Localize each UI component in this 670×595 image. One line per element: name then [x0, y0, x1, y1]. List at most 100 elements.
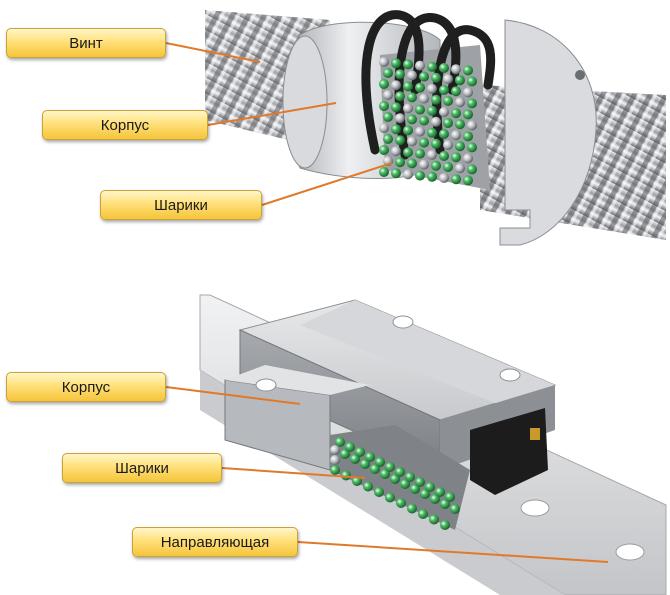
ball [435, 487, 445, 497]
ball [403, 169, 413, 180]
nut-flange [499, 19, 597, 246]
balls-group-top [379, 57, 477, 186]
ball [335, 437, 345, 447]
ball [391, 102, 401, 113]
ball-screw-assembly [205, 10, 666, 246]
pointer-lines-bottom [165, 386, 609, 563]
ball [391, 58, 401, 69]
ball [418, 509, 428, 519]
ball [427, 149, 437, 160]
ball [439, 151, 449, 161]
ball [403, 81, 413, 92]
ball [467, 120, 477, 131]
ball [403, 59, 413, 70]
ball [374, 487, 384, 497]
pointer-balls-top [261, 162, 393, 206]
ball [379, 167, 389, 177]
ball [439, 173, 449, 183]
ball [443, 162, 453, 172]
ball [455, 97, 465, 108]
pointer-guide [297, 541, 609, 563]
ball [463, 109, 473, 120]
ball [410, 484, 420, 494]
pointer-screw [165, 42, 261, 63]
ball [330, 465, 340, 475]
ball [463, 131, 473, 142]
ball [405, 472, 415, 482]
ball [415, 477, 425, 487]
balls-group-bottom [330, 437, 460, 530]
ball [443, 118, 453, 128]
ball [391, 124, 401, 135]
label-housing-top: Корпус [42, 110, 208, 140]
ball [419, 137, 429, 148]
label-screw: Винт [6, 28, 166, 58]
ball [451, 86, 461, 97]
pointer-housing-bottom [165, 386, 301, 405]
ball [407, 70, 417, 81]
pointer-balls-bottom [221, 467, 366, 479]
ball [340, 449, 350, 459]
ball [395, 135, 405, 146]
ball [400, 479, 410, 489]
ball [431, 72, 441, 83]
ball [330, 455, 340, 465]
ball [391, 80, 401, 91]
ball [415, 148, 425, 159]
ball [403, 125, 413, 136]
ball [415, 126, 425, 137]
ball [396, 498, 406, 508]
linear-guide-assembly [199, 294, 667, 595]
ball [415, 104, 425, 115]
label-balls-top: Шарики [100, 190, 262, 220]
ball [395, 91, 405, 102]
ball [427, 61, 437, 72]
ball [415, 82, 425, 93]
ball [407, 92, 417, 103]
ball [350, 454, 360, 464]
ball [403, 147, 413, 158]
ball [451, 130, 461, 141]
ball [455, 119, 465, 130]
ball [395, 113, 405, 124]
ball [341, 470, 351, 481]
carriage-holes [255, 315, 521, 392]
ball [330, 445, 340, 455]
ball [440, 520, 450, 530]
ball [467, 164, 477, 175]
ball [415, 60, 425, 71]
flange-hole-icon [575, 70, 585, 80]
ball [385, 492, 395, 503]
carriage-block [224, 299, 557, 530]
ball [429, 514, 439, 525]
ball [383, 90, 393, 100]
ball [443, 96, 453, 106]
ball [391, 168, 401, 179]
ball [431, 138, 441, 149]
ball [385, 462, 395, 472]
ball [431, 94, 441, 105]
ball [395, 69, 405, 80]
ball [451, 152, 461, 163]
ball [363, 481, 373, 492]
ball [355, 447, 365, 457]
ball [451, 64, 461, 75]
ball [379, 101, 389, 111]
ball [463, 87, 473, 98]
ball [445, 492, 455, 502]
ball [407, 114, 417, 125]
ball [427, 171, 437, 182]
ball [430, 494, 440, 504]
ball [463, 65, 473, 76]
grease-nipple-icon [530, 428, 540, 440]
label-housing-bottom: Корпус [6, 372, 166, 402]
ball [379, 57, 389, 67]
nut-housing-face [282, 35, 328, 169]
ball [419, 115, 429, 126]
ball [365, 452, 375, 462]
ball [439, 85, 449, 95]
ball [427, 105, 437, 116]
ball [439, 63, 449, 73]
pointer-lines-top [165, 42, 393, 206]
